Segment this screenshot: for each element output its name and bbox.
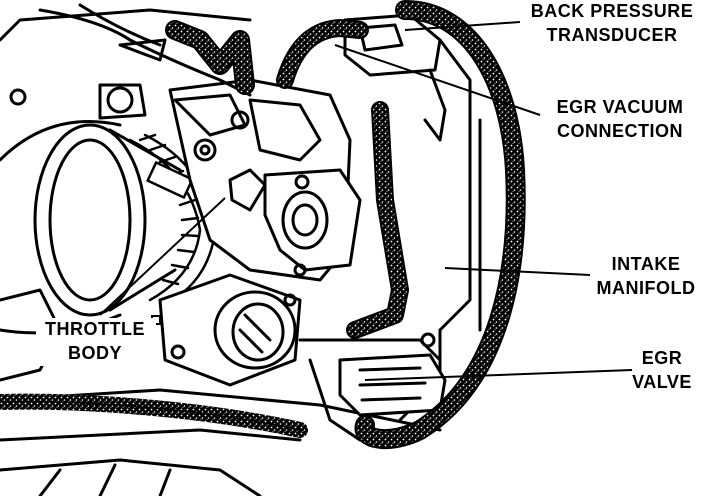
braided-harness [0,393,308,438]
vacuum-hose-upper-left [165,20,255,95]
throttle-position-sensor [263,168,362,277]
wire-harness [38,3,252,97]
label-throttle-line1: THROTTLE [45,319,145,339]
leader-egr-vacuum [334,44,541,116]
leader-back-pressure [404,21,521,31]
label-throttle-body: THROTTLE BODY [36,318,156,366]
label-egr-vacuum-line2: CONNECTION [557,121,683,141]
outlet-nozzle [158,273,302,387]
label-egr-valve-line2: VALVE [632,372,692,392]
label-back-pressure-line1: BACK PRESSURE [531,1,694,21]
label-egr-valve: EGR VALVE [632,348,692,392]
leader-intake [444,267,591,276]
label-egr-vacuum-connection: EGR VACUUM CONNECTION [557,97,684,141]
label-intake-manifold: INTAKE MANIFOLD [597,254,696,298]
label-throttle-line2: BODY [68,343,122,363]
vacuum-hose-right-loop [354,0,526,450]
label-intake-line2: MANIFOLD [597,278,696,298]
label-egr-valve-line1: EGR [642,348,683,368]
leader-throttle [99,197,226,316]
leader-lines [99,21,633,381]
air-intake-tube [0,120,182,335]
vacuum-hose-center [346,101,409,339]
label-egr-vacuum-line1: EGR VACUUM [557,97,684,117]
label-back-pressure-transducer: BACK PRESSURE TRANSDUCER [531,1,694,45]
label-intake-line1: INTAKE [612,254,681,274]
vacuum-hose-top [276,18,369,89]
egr-valve [338,332,447,417]
leader-egr-valve [364,369,633,381]
label-back-pressure-line2: TRANSDUCER [547,25,678,45]
